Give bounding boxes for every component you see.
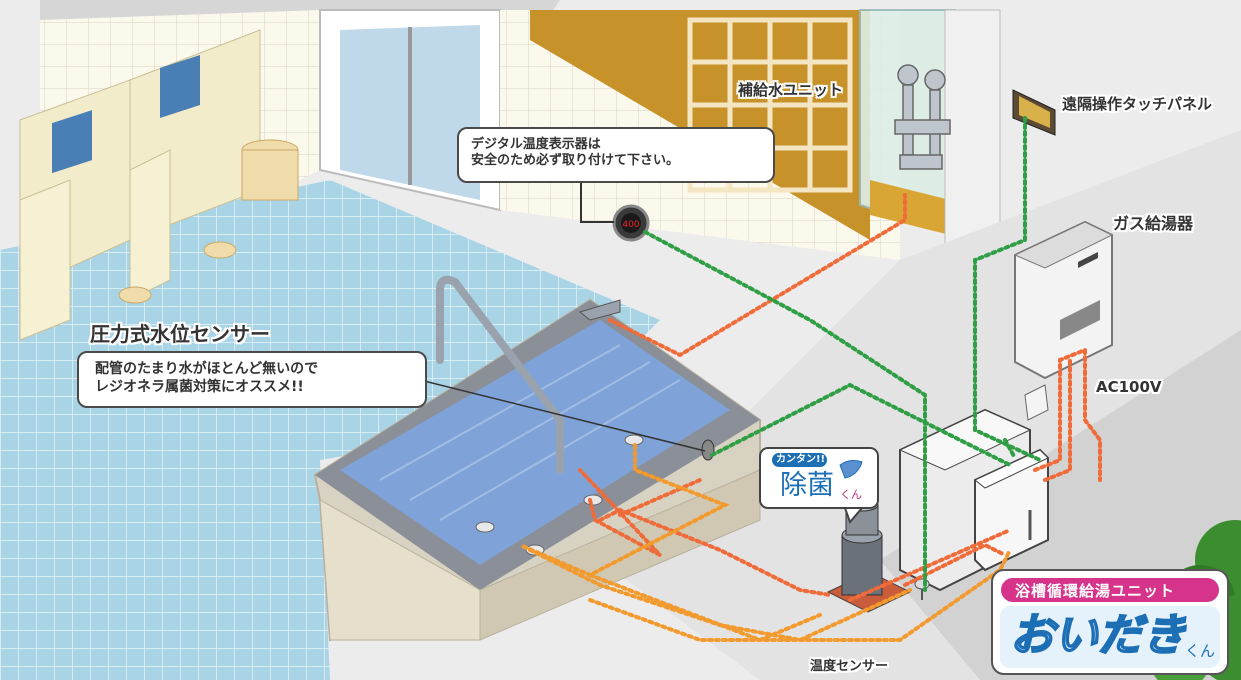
gas-heater-label: ガス給湯器	[1113, 214, 1194, 233]
hot-water-lines	[578, 193, 1102, 602]
oidaki-suffix: くん	[1185, 642, 1216, 660]
pressure-sensor-label: 圧力式水位センサー	[90, 322, 270, 346]
sensor-note-line1: 配管のたまり水がほとんど無いので	[95, 361, 319, 377]
jokin-catch: カンタン!!	[776, 454, 826, 465]
remote-panel-label: 遠隔操作タッチパネル	[1062, 95, 1213, 113]
digital-display-callout-line1: デジタル温度表示器は	[471, 137, 601, 152]
jokin-name: 除菌	[780, 470, 834, 501]
digital-temperature-display: 400	[612, 204, 650, 242]
washing-stations	[19, 29, 299, 341]
jokin-suffix: くん	[840, 488, 862, 501]
bathtub	[313, 275, 761, 642]
gas-water-heater	[1013, 220, 1114, 380]
remote-touch-panel	[1012, 89, 1056, 136]
digital-display-callout: デジタル温度表示器は 安全のため必ず取り付けて下さい。	[457, 127, 775, 183]
oidaki-badge-bg	[991, 569, 1229, 675]
signal-lines	[643, 116, 1042, 592]
jokin-badge-bg	[759, 447, 879, 524]
oidaki-catch: 浴槽循環給湯ユニット	[1015, 582, 1176, 600]
supply-lines	[518, 443, 1012, 643]
temp-sensor-label: 温度センサー	[810, 659, 889, 674]
power-outlet	[1024, 384, 1049, 421]
supply-unit-label: 補給水ユニット	[738, 81, 844, 99]
circulation-unit	[898, 408, 1049, 592]
ac-power-label: AC100V	[1096, 378, 1162, 396]
supply-unit-pipes	[894, 64, 951, 170]
wooden-shelf	[530, 10, 870, 240]
sensor-note-callout: 配管のたまり水がほとんど無いので レジオネラ属菌対策にオススメ!!	[77, 351, 427, 408]
svg-text:400: 400	[622, 220, 639, 230]
digital-display-callout-line2: 安全のため必ず取り付けて下さい。	[471, 153, 680, 169]
sensor-note-line2: レジオネラ属菌対策にオススメ!!	[95, 378, 304, 395]
oidaki-name: おいだき	[1009, 609, 1187, 662]
tile-floor	[0, 180, 660, 680]
